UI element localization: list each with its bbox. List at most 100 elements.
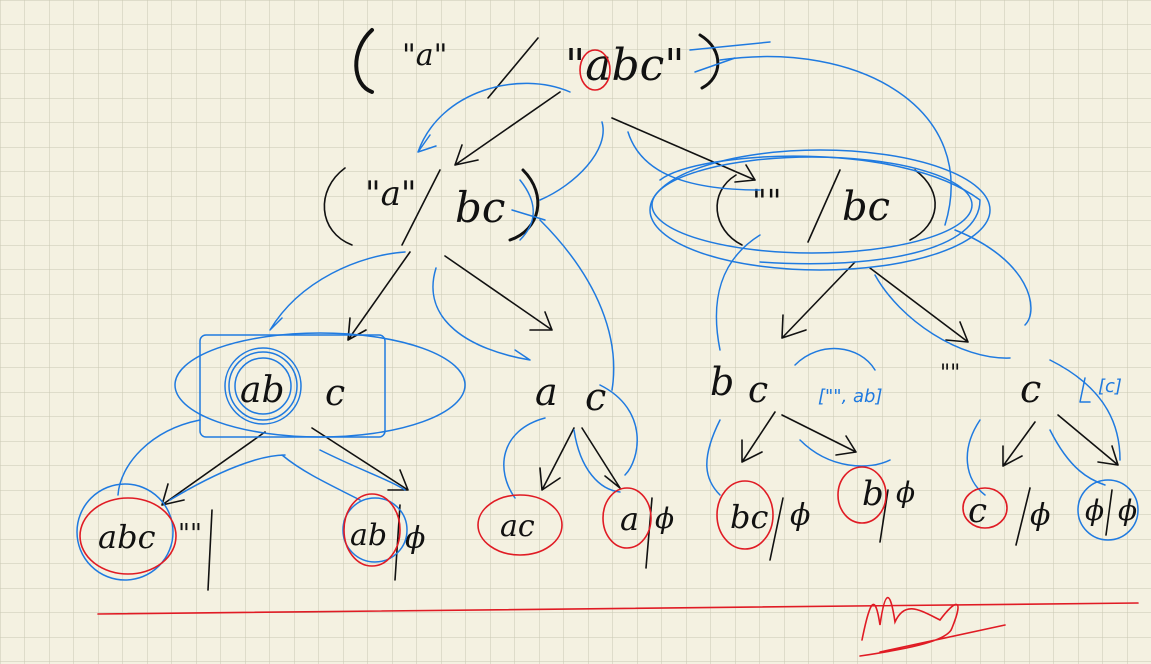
blue-arc-l2d-leaves xyxy=(966,419,1106,496)
blue-arc-back-root xyxy=(539,121,604,201)
paren-l1b-left xyxy=(716,174,743,246)
blue-arc-l1a-down xyxy=(539,219,615,391)
blue-arc-l1a-right xyxy=(432,267,531,361)
l2d-left-label: "" xyxy=(940,361,960,386)
leaf5-left-label: bc xyxy=(730,498,768,536)
leaf-divider-1 xyxy=(207,509,213,591)
side-notes: ["", ab] [c] xyxy=(818,376,1122,407)
red-circle-root-a xyxy=(579,49,611,91)
blue-bracket-l2d xyxy=(1079,377,1091,403)
l1b-right-label: bc xyxy=(842,184,890,230)
leaf-divider-6 xyxy=(1015,487,1031,546)
blue-lasso-l1b xyxy=(659,155,981,265)
edge-l2b-right xyxy=(581,427,621,489)
leaf1-left-label: abc xyxy=(98,518,156,556)
blue-mark-l1a xyxy=(511,179,546,241)
red-circle-leaf1 xyxy=(79,497,177,575)
node-labels: "a" "abc" "a" bc "" bc ab c a c b c "" c… xyxy=(98,38,1137,556)
l1b-left-label: "" xyxy=(752,182,781,220)
leaf7-right-label: ϕ xyxy=(1030,498,1050,533)
l2a-left-label: ab xyxy=(240,370,285,411)
blue-circle-leaf1 xyxy=(76,483,174,581)
paren-l1b-right xyxy=(909,169,936,241)
blue-arc-l2b xyxy=(503,417,621,499)
leaf8-left-label: ϕ xyxy=(1085,494,1104,527)
blue-cross-root xyxy=(689,41,771,73)
red-circle-leaf6 xyxy=(837,466,887,524)
leaf6-left-label: b xyxy=(862,474,884,514)
blue-circle-leaf8 xyxy=(1077,479,1139,541)
edge-l2b-left xyxy=(539,427,575,491)
root-right-label: "abc" xyxy=(565,40,685,91)
l1a-right-label: bc xyxy=(455,183,505,232)
blue-arc-l1b-down-far xyxy=(954,229,1032,326)
blue-arc-l1b-down-right xyxy=(874,274,1011,359)
leaf7-left-label: c xyxy=(968,491,987,531)
blue-arc-leaf2-up xyxy=(281,454,361,501)
l2b-right-label: c xyxy=(585,375,606,419)
edge-l2d-right xyxy=(1057,414,1119,466)
red-circle-leaf4 xyxy=(602,487,652,549)
blue-arc-l1a-left xyxy=(269,251,406,331)
leaf4-right-label: ϕ xyxy=(655,502,674,535)
leaf4-left-label: a xyxy=(620,500,639,538)
paren-l1a-right xyxy=(508,168,540,242)
blue-circle-leaf2 xyxy=(342,497,408,563)
blue-ring-l2a-1 xyxy=(234,357,292,415)
l1a-left-label: "a" xyxy=(365,174,417,214)
slash-l1b xyxy=(807,169,841,243)
paren-root-left xyxy=(354,28,374,94)
leaf8-right-label: ϕ xyxy=(1118,494,1137,527)
blue-arc-l2c-leaves xyxy=(706,419,891,496)
leaf6-right-label: ϕ xyxy=(896,476,915,509)
edge-l2c-right xyxy=(781,414,857,456)
leaf3-left-label: ac xyxy=(500,509,535,544)
blue-ring-l2a-3 xyxy=(224,347,302,425)
red-signature xyxy=(859,596,1006,657)
red-underline xyxy=(97,602,1139,615)
l2b-left-label: a xyxy=(535,370,558,414)
blue-arc-l2b-right xyxy=(599,384,638,476)
edge-root-right xyxy=(611,117,756,183)
leaf2-left-label: ab xyxy=(350,518,387,553)
l2d-right-label: c xyxy=(1020,367,1041,411)
l2c-right-label: c xyxy=(748,370,768,411)
slash-l1a xyxy=(401,169,441,246)
leaf-divider-5 xyxy=(879,489,889,543)
edge-l2c-left xyxy=(741,411,776,463)
red-circle-leaf2 xyxy=(343,493,401,567)
red-circle-leaf5 xyxy=(716,480,774,550)
blue-arc-l1b-down-left xyxy=(715,234,761,351)
red-marks xyxy=(79,49,1139,657)
edge-l1a-right xyxy=(444,255,553,331)
leaf-divider-4 xyxy=(769,497,784,561)
blue-arc-l2d-right xyxy=(1049,359,1121,461)
edge-l1b-left xyxy=(781,261,856,339)
l2c-left-label: b xyxy=(710,360,734,404)
blue-box-l2a xyxy=(199,334,386,438)
leaf-divider-7 xyxy=(1105,489,1113,536)
blue-ring-l2a-2 xyxy=(228,351,298,421)
leaf2-right-label: ϕ xyxy=(405,521,425,556)
blue-oval-l1b-1 xyxy=(649,149,991,271)
paren-l1a-left xyxy=(323,167,353,246)
l2a-right-label: c xyxy=(325,373,345,414)
blue-oval-l2a xyxy=(174,332,466,438)
tree-edges xyxy=(161,28,1119,591)
edge-l2d-left xyxy=(1002,421,1036,467)
leaf1-right-label: "" xyxy=(178,519,202,549)
red-circle-leaf3 xyxy=(477,494,563,556)
side-note-l2c: ["", ab] xyxy=(818,386,883,407)
root-left-label: "a" xyxy=(402,38,447,73)
slash-root xyxy=(487,37,539,99)
blue-arc-l2c-note xyxy=(794,347,876,371)
leaf-divider-3 xyxy=(645,497,653,569)
red-circle-leaf7 xyxy=(962,487,1008,529)
side-note-l2d: [c] xyxy=(1098,376,1122,397)
blue-arc-leaf1-up xyxy=(169,454,286,501)
edge-root-left xyxy=(454,91,561,166)
blue-arc-root-left xyxy=(417,82,571,153)
